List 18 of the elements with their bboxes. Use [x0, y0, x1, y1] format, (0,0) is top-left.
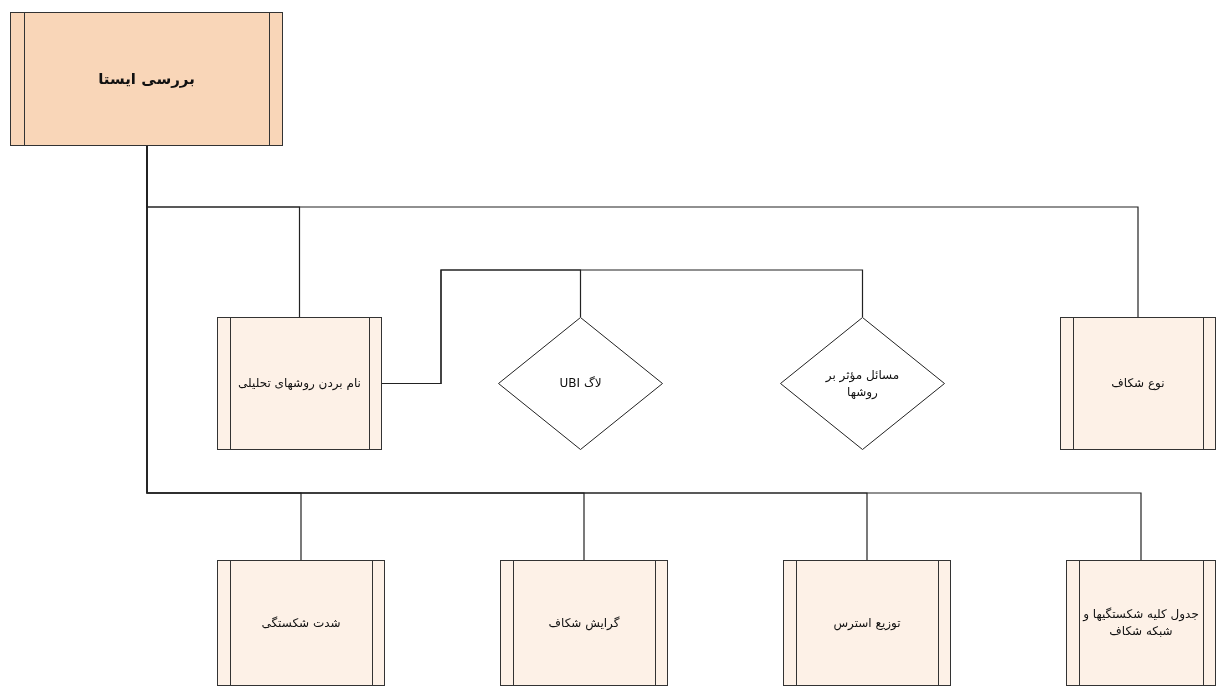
process-box	[217, 560, 385, 686]
node-label: مسائل مؤثر بر روشها	[824, 366, 901, 401]
process-box	[10, 12, 283, 146]
process-box	[500, 560, 668, 686]
node-label: گرایش شکاف	[548, 614, 620, 632]
node-label: نوع شکاف	[1111, 375, 1165, 392]
node-label: توزیع استرس	[833, 614, 901, 632]
node-label: لاگ UBI	[559, 375, 602, 392]
node-label: جدول کلیه شکستگیها و شبکه شکاف	[1081, 606, 1200, 640]
decision-diamond	[498, 317, 663, 450]
node-label: نام بردن روشهای تحلیلی	[238, 375, 361, 392]
process-box	[217, 317, 382, 450]
process-box	[783, 560, 951, 686]
process-box	[1066, 560, 1216, 686]
process-box	[1060, 317, 1216, 450]
decision-diamond	[780, 317, 945, 450]
node-label: بررسی ایستا	[98, 68, 195, 90]
node-label: شدت شکستگی	[261, 614, 341, 632]
